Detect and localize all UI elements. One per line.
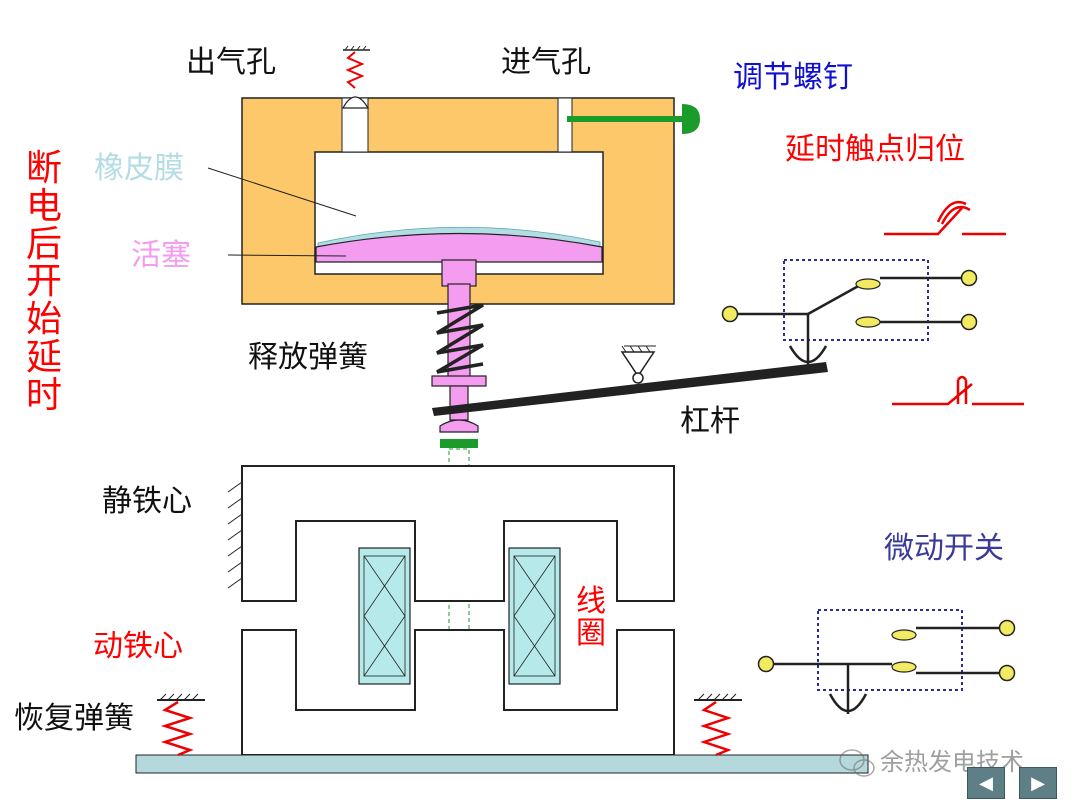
lever-pivot xyxy=(620,351,656,378)
static-core-label: 静铁心 xyxy=(102,484,192,519)
lever-arm xyxy=(432,362,828,416)
next-slide-button[interactable]: ▶ xyxy=(1019,767,1057,799)
delay-close-contact-symbol xyxy=(892,375,1024,406)
delay-open-contact-symbol xyxy=(884,200,1006,236)
push-rod-head xyxy=(440,439,478,448)
prev-arrow-icon: ◀ xyxy=(979,772,993,794)
delay-contact-reset-label: 延时触点归位 xyxy=(785,132,965,167)
moving-core-label: 动铁心 xyxy=(93,629,183,664)
coil-label: 线圈 xyxy=(576,584,606,651)
piston-shape xyxy=(315,232,603,263)
moving-iron-core xyxy=(241,629,675,756)
coil-right xyxy=(508,547,561,685)
release-spring xyxy=(436,303,484,374)
piston-rod xyxy=(441,259,477,287)
static-iron-core xyxy=(241,465,675,602)
outlet-valve xyxy=(341,96,370,109)
return-spring-right xyxy=(700,700,732,757)
next-arrow-icon: ▶ xyxy=(1031,772,1045,794)
outlet-hole-label: 出气孔 xyxy=(186,45,276,80)
release-spring-label: 释放弹簧 xyxy=(248,340,368,375)
base-plate xyxy=(135,754,869,774)
return-spring-left xyxy=(160,700,195,757)
return-spring-label: 恢复弹簧 xyxy=(14,701,134,736)
adjust-screw-head xyxy=(682,104,700,134)
inlet-hole-label: 进气孔 xyxy=(501,45,591,80)
outlet-spring xyxy=(345,51,365,89)
lever-label: 杠杆 xyxy=(680,404,740,439)
inlet-channel xyxy=(557,97,573,153)
micro-switch-box xyxy=(817,609,963,691)
wechat-icon xyxy=(839,749,875,777)
delay-contact-box xyxy=(783,259,929,341)
rubber-membrane-label: 橡皮膜 xyxy=(94,151,184,186)
prev-slide-button[interactable]: ◀ xyxy=(967,767,1005,799)
adjust-screw-label: 调节螺钉 xyxy=(733,60,853,95)
piston-label: 活塞 xyxy=(131,238,191,273)
micro-switch-label: 微动开关 xyxy=(884,531,1004,566)
delay-after-power-off-label: 断电后开始延时 xyxy=(25,148,62,416)
coil-left xyxy=(358,547,411,685)
